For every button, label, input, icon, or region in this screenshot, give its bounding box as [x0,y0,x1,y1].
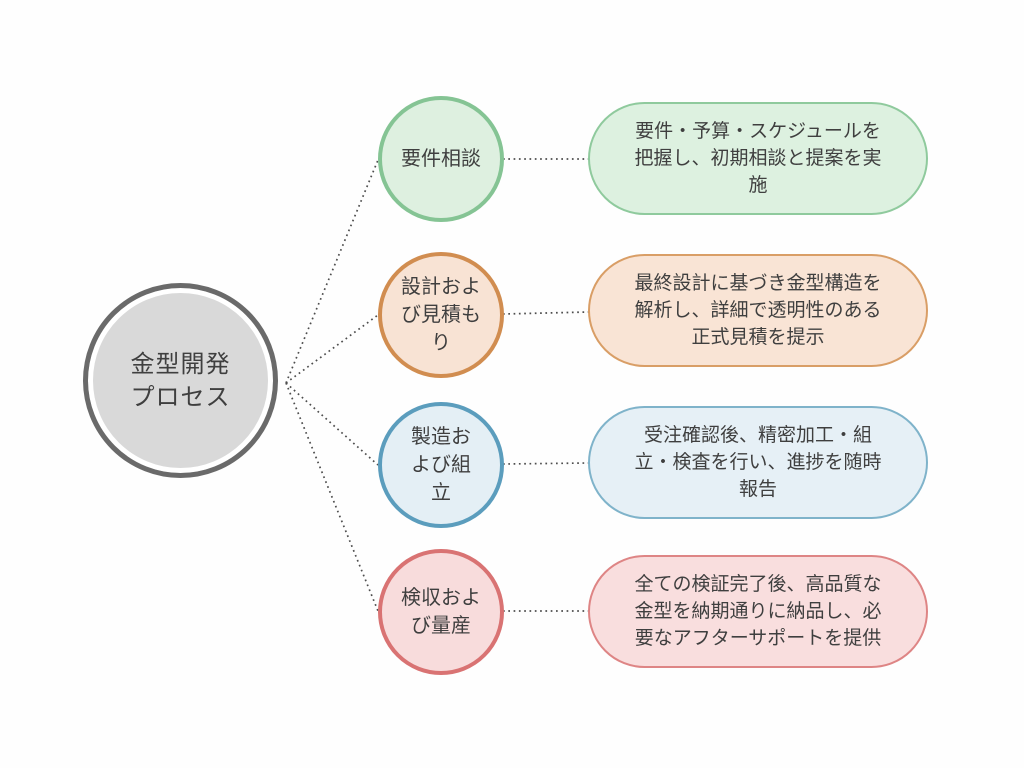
stage-node-label: 検収およ び量産 [401,587,481,637]
stage-node-design-and-estimate: 設計およ び見積も り [378,252,504,378]
stage-description-acceptance-and-mass-production: 全ての検証完了後、高品質な金型を納期通りに納品し、必要なアフターサポートを提供 [588,555,928,668]
connector-stage-2-to-description [502,311,590,315]
connector-center-to-stage-2 [285,314,379,384]
stage-description-text: 要件・予算・スケジュールを把握し、初期相談と提案を実施 [634,121,882,196]
connector-center-to-stage-1 [285,159,379,384]
stage-description-text: 受注確認後、精密加工・組立・検査を行い、進捗を随時報告 [634,425,882,500]
connector-center-to-stage-4 [285,382,379,612]
stage-description-requirements-consultation: 要件・予算・スケジュールを把握し、初期相談と提案を実施 [588,102,928,215]
stage-description-text: 全ての検証完了後、高品質な金型を納期通りに納品し、必要なアフターサポートを提供 [634,574,882,649]
stage-description-manufacturing-and-assembly: 受注確認後、精密加工・組立・検査を行い、進捗を随時報告 [588,406,928,519]
stage-node-label: 要件相談 [401,148,481,170]
stage-node-label: 製造お よび組 立 [411,426,471,504]
center-node-label: 金型開発 プロセス [130,350,231,411]
stage-description-design-and-estimate: 最終設計に基づき金型構造を解析し、詳細で透明性のある正式見積を提示 [588,254,928,367]
stage-description-text: 最終設計に基づき金型構造を解析し、詳細で透明性のある正式見積を提示 [634,273,882,348]
stage-node-acceptance-and-mass-production: 検収およ び量産 [378,549,504,675]
stage-node-requirements-consultation: 要件相談 [378,96,504,222]
connector-stage-3-to-description [502,462,590,465]
stage-node-manufacturing-and-assembly: 製造お よび組 立 [378,402,504,528]
connector-center-to-stage-3 [285,382,379,466]
stage-node-label: 設計およ び見積も り [401,276,481,354]
center-node-mold-development-process: 金型開発 プロセス [83,283,278,478]
